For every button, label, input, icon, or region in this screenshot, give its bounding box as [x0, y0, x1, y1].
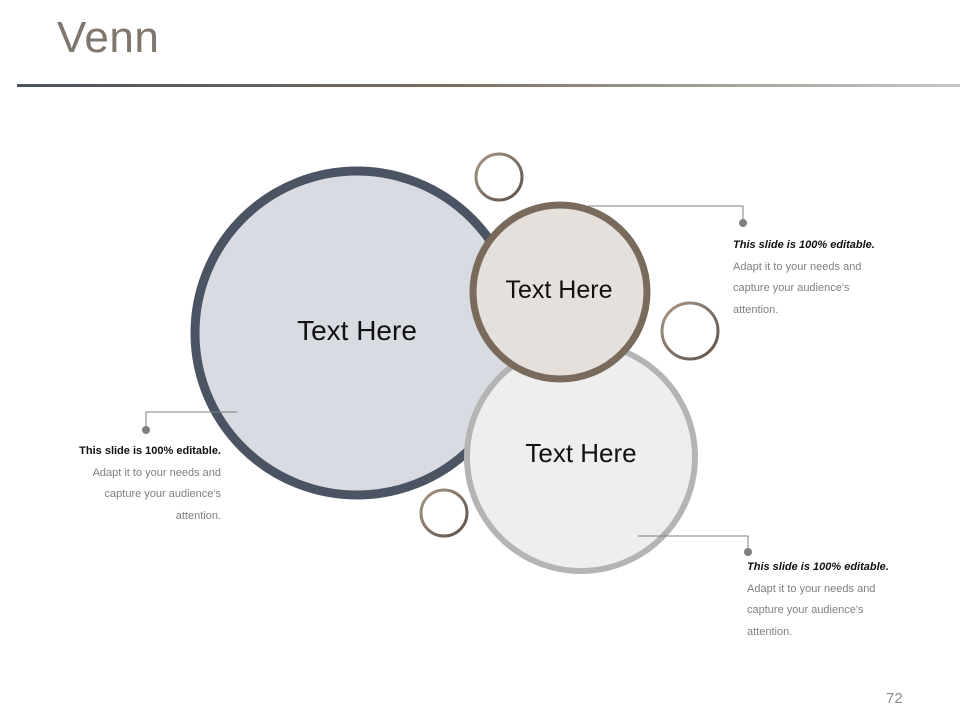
connector-line-bottom — [638, 535, 749, 552]
decorative-ring-bottom — [419, 488, 469, 538]
callout-body-line: capture your audience's — [104, 488, 221, 500]
callout-body-line: attention. — [747, 625, 793, 638]
callout-body-line: attention. — [733, 303, 779, 316]
callout-bottom-right: This slide is 100% editable. Adapt it to… — [747, 557, 889, 643]
callout-heading: This slide is 100% editable. — [79, 445, 221, 457]
callout-body-line: Adapt it to your needs and — [92, 466, 221, 479]
venn-label-top: Text Here — [506, 276, 613, 304]
callout-body-line: Adapt it to your needs and — [733, 260, 862, 273]
venn-label-large: Text Here — [297, 315, 417, 346]
callout-heading: This slide is 100% editable. — [733, 239, 875, 251]
venn-label-bottom: Text Here — [525, 438, 636, 468]
connector-line-left — [145, 411, 237, 430]
page-number: 72 — [886, 690, 903, 707]
callout-left: This slide is 100% editable. Adapt it to… — [79, 441, 221, 527]
decorative-ring-right — [660, 301, 720, 361]
connector-line-top — [588, 205, 744, 223]
connector-dot-top — [739, 219, 747, 227]
callout-body-line: capture your audience's — [747, 604, 864, 616]
callout-heading: This slide is 100% editable. — [747, 561, 889, 573]
slide-title: Venn — [57, 13, 160, 62]
decorative-ring-top — [474, 152, 524, 202]
venn-circle-top — [469, 201, 651, 383]
title-divider — [17, 84, 960, 87]
callout-body-line: Adapt it to your needs and — [747, 582, 876, 595]
callout-top-right: This slide is 100% editable. Adapt it to… — [733, 235, 875, 321]
connector-dot-bottom — [744, 548, 752, 556]
connector-dot-left — [142, 426, 150, 434]
callout-body-line: attention. — [175, 509, 221, 522]
callout-body-line: capture your audience's — [733, 282, 850, 294]
